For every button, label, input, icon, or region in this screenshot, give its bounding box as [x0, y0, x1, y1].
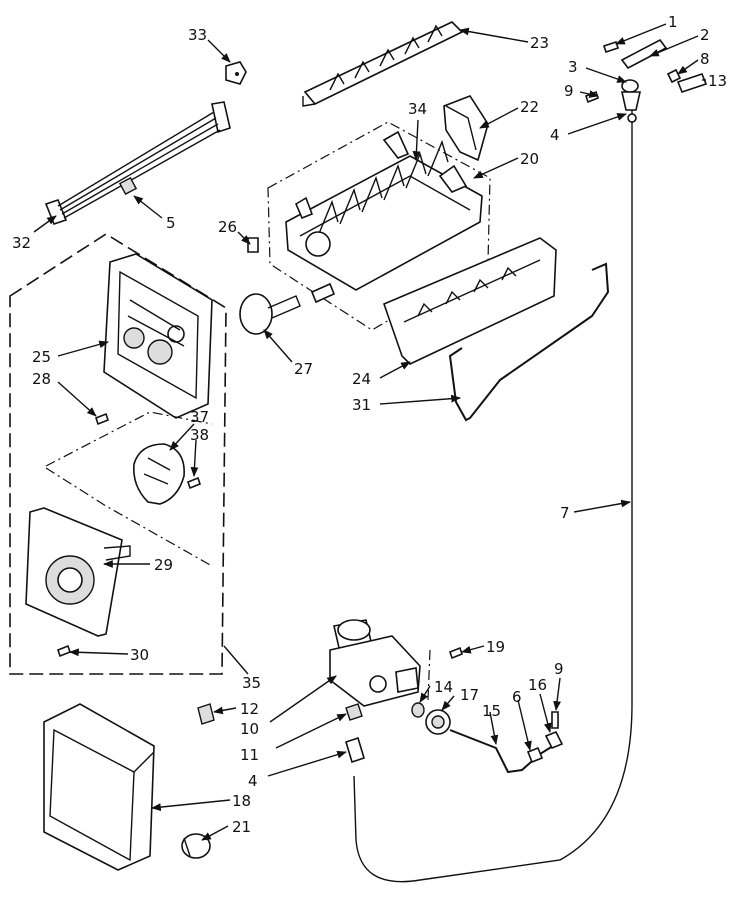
callout-9b: 9	[554, 660, 564, 678]
shutoff-arm-part	[448, 262, 610, 422]
callout-33: 33	[188, 26, 207, 44]
callout-13: 13	[708, 72, 727, 90]
callout-8: 8	[700, 50, 710, 68]
leader-lines	[33, 23, 706, 841]
fill-cup-fittings-part	[585, 38, 708, 123]
connector-12-part	[197, 703, 215, 725]
washer-14-part	[411, 702, 425, 718]
callout-19: 19	[486, 638, 505, 656]
callout-15: 15	[482, 702, 501, 720]
callout-20: 20	[520, 150, 539, 168]
mold-housing-part	[267, 121, 491, 331]
front-cover-part	[382, 237, 557, 365]
alignment-line-3	[427, 649, 431, 701]
clamp-16-part	[544, 730, 564, 750]
callout-30: 30	[130, 646, 149, 664]
callout-29: 29	[154, 556, 173, 574]
motor-part	[132, 443, 185, 505]
callout-24: 24	[352, 370, 371, 388]
callout-12: 12	[240, 700, 259, 718]
callout-23: 23	[530, 34, 549, 52]
callout-labels: 1 2 3 8 9 13 4 23 22 34 20 33 5 32 26 27…	[12, 13, 727, 836]
sleeve-6-part	[526, 746, 544, 764]
screw-38-part	[187, 476, 201, 490]
callout-16: 16	[528, 676, 547, 694]
screw-28-part	[95, 412, 109, 426]
mounting-plate-part	[25, 507, 131, 637]
screw-19-part	[449, 646, 463, 660]
screw-30-part	[57, 644, 71, 658]
callout-34: 34	[408, 100, 427, 118]
callout-1: 1	[668, 13, 678, 31]
ejector-part	[302, 21, 464, 107]
callout-25: 25	[32, 348, 51, 366]
callout-2: 2	[700, 26, 710, 44]
water-valve-part	[329, 619, 421, 707]
screw-9b-part	[551, 711, 559, 729]
callout-31: 31	[352, 396, 371, 414]
callout-32: 32	[12, 234, 31, 252]
callout-3: 3	[568, 58, 578, 76]
tube-15-part	[449, 729, 557, 774]
callout-11: 11	[240, 746, 259, 764]
callout-7: 7	[560, 504, 570, 522]
callout-4b: 4	[248, 772, 258, 790]
harness-clip-part	[118, 176, 138, 196]
callout-5: 5	[166, 214, 176, 232]
callout-21: 21	[232, 818, 251, 836]
callout-35: 35	[242, 674, 261, 692]
callout-28: 28	[32, 370, 51, 388]
callout-38: 38	[190, 426, 209, 444]
callout-37: 37	[190, 408, 209, 426]
panel-part	[43, 703, 155, 871]
callout-6: 6	[512, 688, 522, 706]
callout-10: 10	[240, 720, 259, 738]
wire-harness-part	[44, 101, 231, 225]
alignment-line-2	[45, 467, 213, 567]
compression-nut-17-part	[425, 709, 451, 735]
callout-4a: 4	[550, 126, 560, 144]
fitting-lower-part	[345, 736, 365, 764]
nut-11-part	[345, 703, 363, 721]
callout-9a: 9	[564, 82, 574, 100]
alignment-line-1	[45, 411, 213, 467]
callout-22: 22	[520, 98, 539, 116]
water-tube-part	[353, 110, 633, 883]
callout-26: 26	[218, 218, 237, 236]
motor-stub-part	[239, 293, 301, 335]
callout-18: 18	[232, 792, 251, 810]
callout-17: 17	[460, 686, 479, 704]
callout-27: 27	[294, 360, 313, 378]
screw-26-part	[247, 237, 259, 253]
callout-14: 14	[434, 678, 453, 696]
cover-part	[443, 95, 489, 162]
clip-part	[225, 61, 247, 85]
control-housing-part	[103, 253, 213, 419]
